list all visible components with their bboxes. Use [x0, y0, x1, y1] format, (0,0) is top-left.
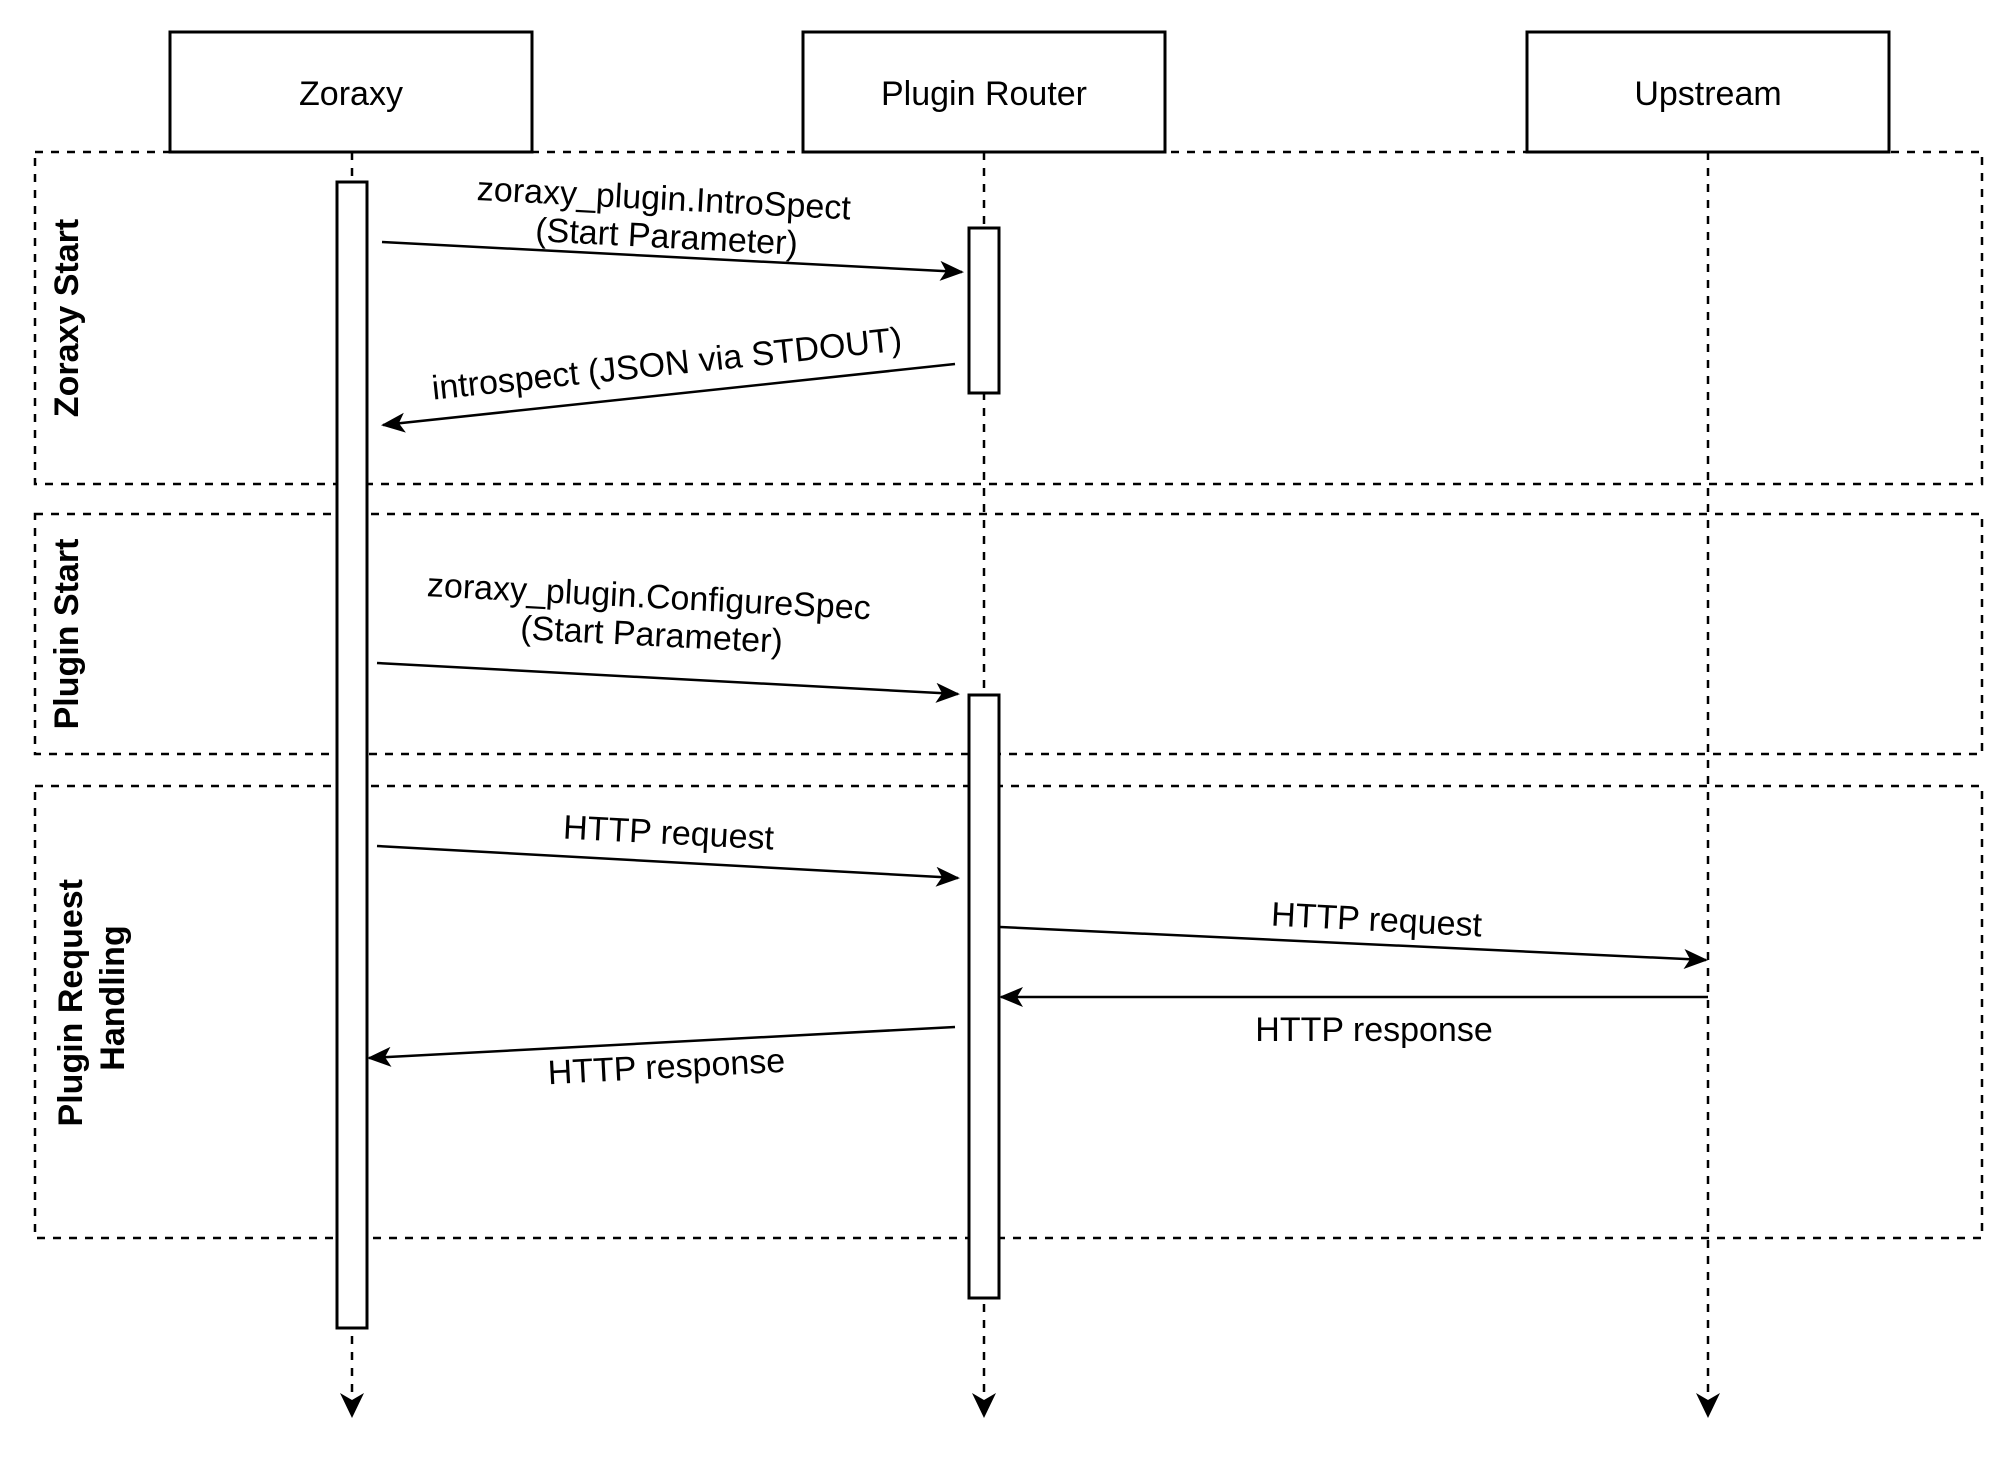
- participant-box-upstream: [1525, 30, 1891, 154]
- activation-plugin-router-intro: [967, 226, 1001, 395]
- activation-plugin-router-main: [967, 693, 1001, 1300]
- message-label-introspect-call: zoraxy_plugin.IntroSpect (Start Paramete…: [474, 170, 861, 266]
- message-label-http-response-router-zoraxy: HTTP response: [547, 1042, 786, 1092]
- group-frame-zoraxy-start: [33, 150, 1984, 486]
- activation-zoraxy: [335, 180, 369, 1330]
- participant-box-zoraxy: [168, 30, 534, 154]
- message-arrow-http-request-zoraxy-router: [376, 844, 960, 887]
- message-arrow-introspect-call: [381, 240, 964, 281]
- message-arrow-configurespec-call: [376, 661, 960, 703]
- lifeline-end-arrow-zoraxy: [340, 1393, 364, 1418]
- message-arrow-http-response-router-zoraxy: [367, 1025, 956, 1067]
- participant-label-upstream: Upstream: [1634, 75, 1781, 113]
- message-label-http-response-upstream-router: HTTP response: [1255, 1011, 1492, 1049]
- message-arrow-introspect-response: [381, 362, 956, 433]
- message-label-configurespec-call: zoraxy_plugin.ConfigureSpec (Start Param…: [424, 566, 881, 666]
- message-label-http-request-router-upstream: HTTP request: [1270, 896, 1483, 945]
- participant-label-plugin-router: Plugin Router: [881, 75, 1087, 113]
- message-arrow-http-request-router-upstream: [999, 925, 1708, 969]
- participant-box-plugin-router: [801, 30, 1167, 154]
- group-frame-plugin-start: [33, 512, 1984, 756]
- lifeline-end-arrow-plugin-router: [972, 1393, 996, 1418]
- group-label-zoraxy-start: Zoraxy Start: [48, 219, 86, 417]
- message-label-http-request-zoraxy-router: HTTP request: [562, 809, 775, 858]
- group-label-plugin-request-handling: Plugin Request Handling: [52, 870, 132, 1127]
- group-label-plugin-start: Plugin Start: [48, 539, 86, 730]
- participant-label-zoraxy: Zoraxy: [299, 75, 403, 113]
- group-frame-plugin-request-handling: [33, 784, 1984, 1240]
- lifeline-end-arrow-upstream: [1696, 1393, 1720, 1418]
